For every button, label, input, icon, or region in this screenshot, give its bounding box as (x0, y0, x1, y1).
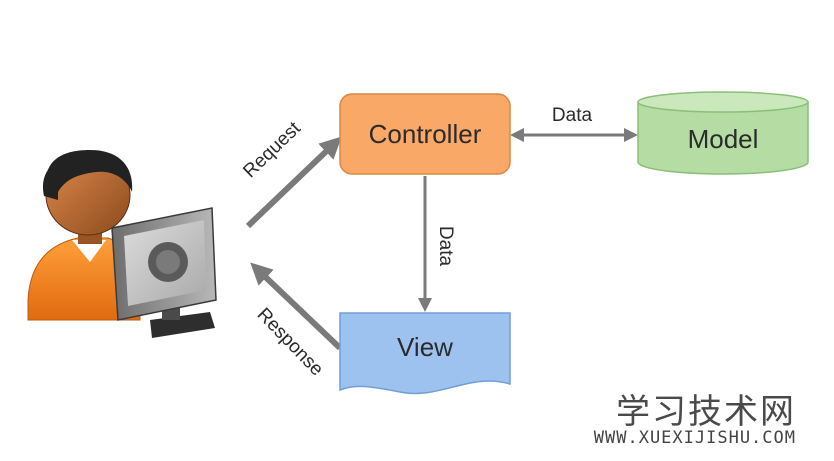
request-arrow (245, 136, 342, 229)
user-at-computer-icon (27, 150, 217, 338)
model-node: Model (637, 91, 809, 175)
data-label-controller-view: Data (435, 226, 456, 267)
request-label: Request (239, 117, 305, 182)
watermark-brand: 学习技术网 (616, 392, 796, 432)
response-arrow (250, 262, 343, 351)
controller-node: Controller (339, 93, 511, 175)
view-node: View (339, 312, 511, 395)
model-label: Model (688, 124, 759, 154)
controller-label: Controller (369, 119, 482, 149)
view-label: View (397, 332, 453, 362)
response-label: Response (253, 304, 328, 380)
watermark-url: WWW.XUEXIJISHU.COM (593, 428, 796, 448)
data-label-controller-model: Data (552, 105, 593, 126)
